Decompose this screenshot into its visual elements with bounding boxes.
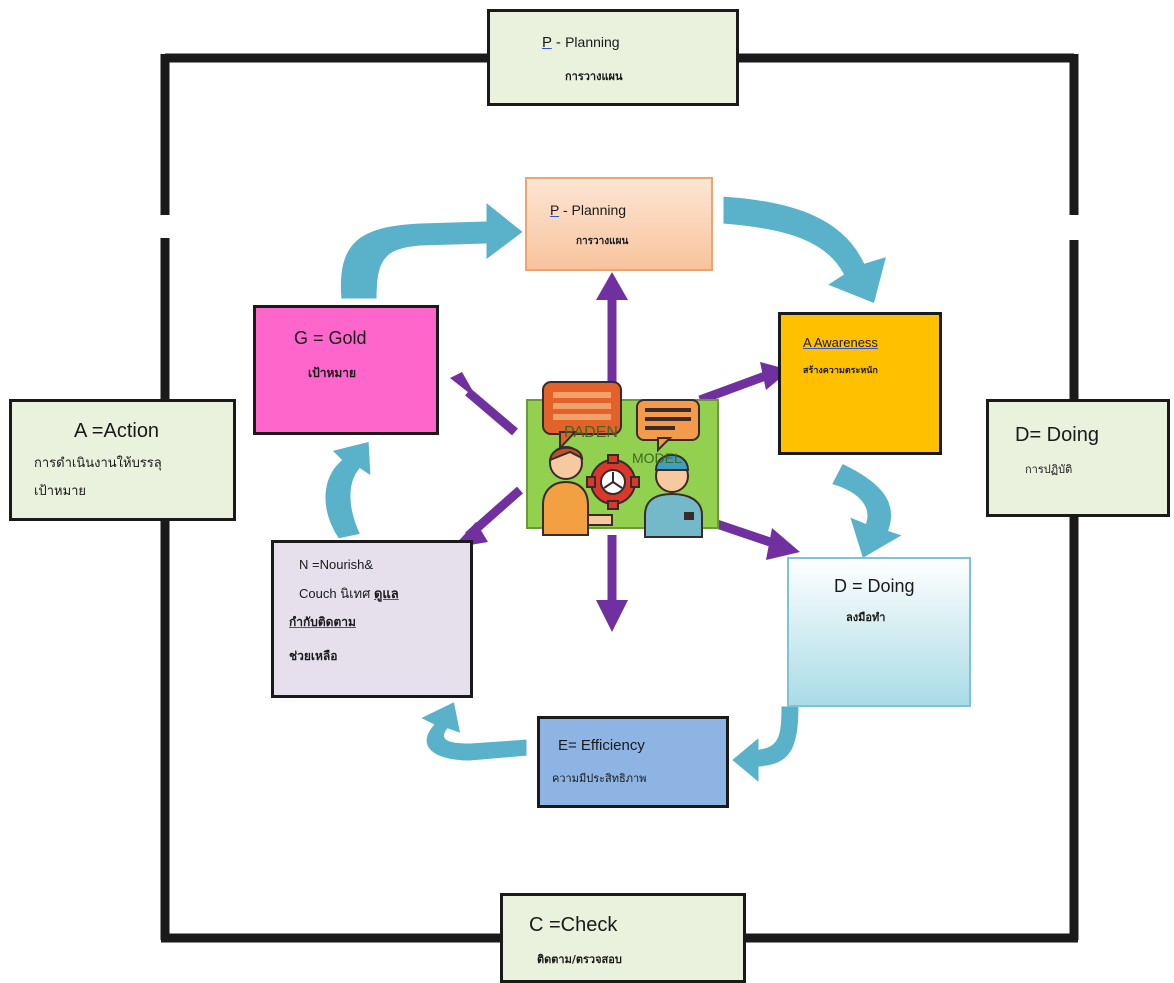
outer-planning-title: P - Planning bbox=[542, 34, 620, 51]
inner-nourish-line3: กำกับติดตาม bbox=[289, 615, 356, 629]
chat-bubble-icon-right bbox=[636, 399, 700, 453]
flow-arrow-nourish-to-gold bbox=[322, 438, 374, 542]
inner-doing-title: D = Doing bbox=[834, 576, 915, 596]
outer-planning-word: Planning bbox=[565, 34, 620, 50]
inner-box-gold: G = Gold เป้าหมาย bbox=[253, 305, 439, 435]
outer-action-thai-2: เป้าหมาย bbox=[34, 484, 87, 499]
outer-box-action: A =Action การดำเนินงานให้บรรลุ เป้าหมาย bbox=[9, 399, 236, 521]
flow-arrow-efficiency-to-nourish bbox=[414, 697, 530, 764]
inner-doing-bg bbox=[787, 557, 971, 707]
inner-box-nourish: N =Nourish& Couch นิเทศ ดูแล กำกับติดตาม… bbox=[271, 540, 473, 698]
outer-check-thai: ติดตาม/ตรวจสอบ bbox=[537, 953, 622, 966]
inner-nourish-line4: ช่วยเหลือ bbox=[289, 649, 338, 663]
outer-frame bbox=[160, 53, 1079, 943]
flow-arrow-doing-to-efficiency bbox=[727, 703, 802, 789]
ray-arrowhead-up bbox=[596, 272, 628, 300]
center-partial-text-2: MODEL bbox=[632, 450, 682, 466]
outer-action-title: A =Action bbox=[74, 420, 160, 442]
inner-nourish-line2-a: Couch นิเทศ bbox=[299, 586, 371, 601]
inner-box-efficiency: E= Efficiency ความมีประสิทธิภาพ bbox=[537, 716, 729, 808]
inner-planning-bg bbox=[525, 177, 713, 271]
outer-planning-thai: การวางแผน bbox=[565, 70, 623, 83]
flow-arrow-gold-to-planning bbox=[337, 196, 528, 302]
outer-planning-letter: P bbox=[542, 34, 552, 51]
inner-box-awareness: A Awareness สร้างความตระหนัก bbox=[778, 312, 942, 455]
inner-nourish-line1: N =Nourish& bbox=[299, 557, 374, 572]
outer-box-check: C =Check ติดตาม/ตรวจสอบ bbox=[500, 893, 746, 983]
inner-planning-thai: การวางแผน bbox=[576, 236, 629, 247]
ray-arrowhead-down bbox=[596, 600, 628, 632]
ray-arrowhead-down-right bbox=[766, 528, 800, 560]
inner-gold-title: G = Gold bbox=[294, 328, 367, 348]
outer-doing-title: D= Doing bbox=[1015, 424, 1099, 446]
gear-icon bbox=[586, 454, 640, 510]
engineer-icon bbox=[644, 454, 703, 538]
outer-action-thai-1: การดำเนินงานให้บรรลุ bbox=[34, 456, 162, 471]
ray-arrowhead-up-left bbox=[450, 372, 478, 400]
inner-gold-thai: เป้าหมาย bbox=[308, 366, 357, 380]
outer-box-doing: D= Doing การปฏิบัติ bbox=[986, 399, 1170, 517]
person-icon bbox=[542, 446, 613, 536]
inner-planning-letter: P bbox=[550, 202, 560, 218]
inner-nourish-line2: Couch นิเทศ ดูแล bbox=[299, 583, 399, 604]
ray-arrows bbox=[450, 272, 800, 632]
flow-arrow-planning-to-awareness bbox=[720, 193, 891, 308]
inner-awareness-title: A Awareness bbox=[803, 335, 878, 350]
flow-arrow-awareness-to-doing bbox=[827, 460, 909, 563]
outer-check-title: C =Check bbox=[529, 914, 618, 936]
inner-planning-dash: - bbox=[559, 202, 568, 218]
inner-planning-word: Planning bbox=[571, 202, 627, 218]
flow-arrows bbox=[322, 193, 909, 789]
outer-doing-thai: การปฏิบัติ bbox=[1025, 463, 1073, 476]
inner-efficiency-thai: ความมีประสิทธิภาพ bbox=[552, 772, 647, 785]
outer-planning-dash: - bbox=[551, 34, 561, 51]
chat-bubble-icon-left bbox=[542, 381, 622, 451]
outer-box-planning: P - Planning การวางแผน bbox=[487, 9, 739, 106]
inner-nourish-line2-b: ดูแล bbox=[373, 587, 399, 602]
inner-box-doing: D = Doing ลงมือทำ bbox=[788, 558, 970, 706]
inner-awareness-thai: สร้างความตระหนัก bbox=[803, 366, 878, 376]
inner-doing-thai: ลงมือทำ bbox=[846, 611, 886, 624]
inner-box-planning: P - Planning การวางแผน bbox=[526, 178, 712, 270]
center-partial-text-1: PADEN bbox=[564, 424, 618, 441]
inner-planning-title: P - Planning bbox=[550, 202, 626, 218]
inner-efficiency-title: E= Efficiency bbox=[558, 737, 645, 754]
